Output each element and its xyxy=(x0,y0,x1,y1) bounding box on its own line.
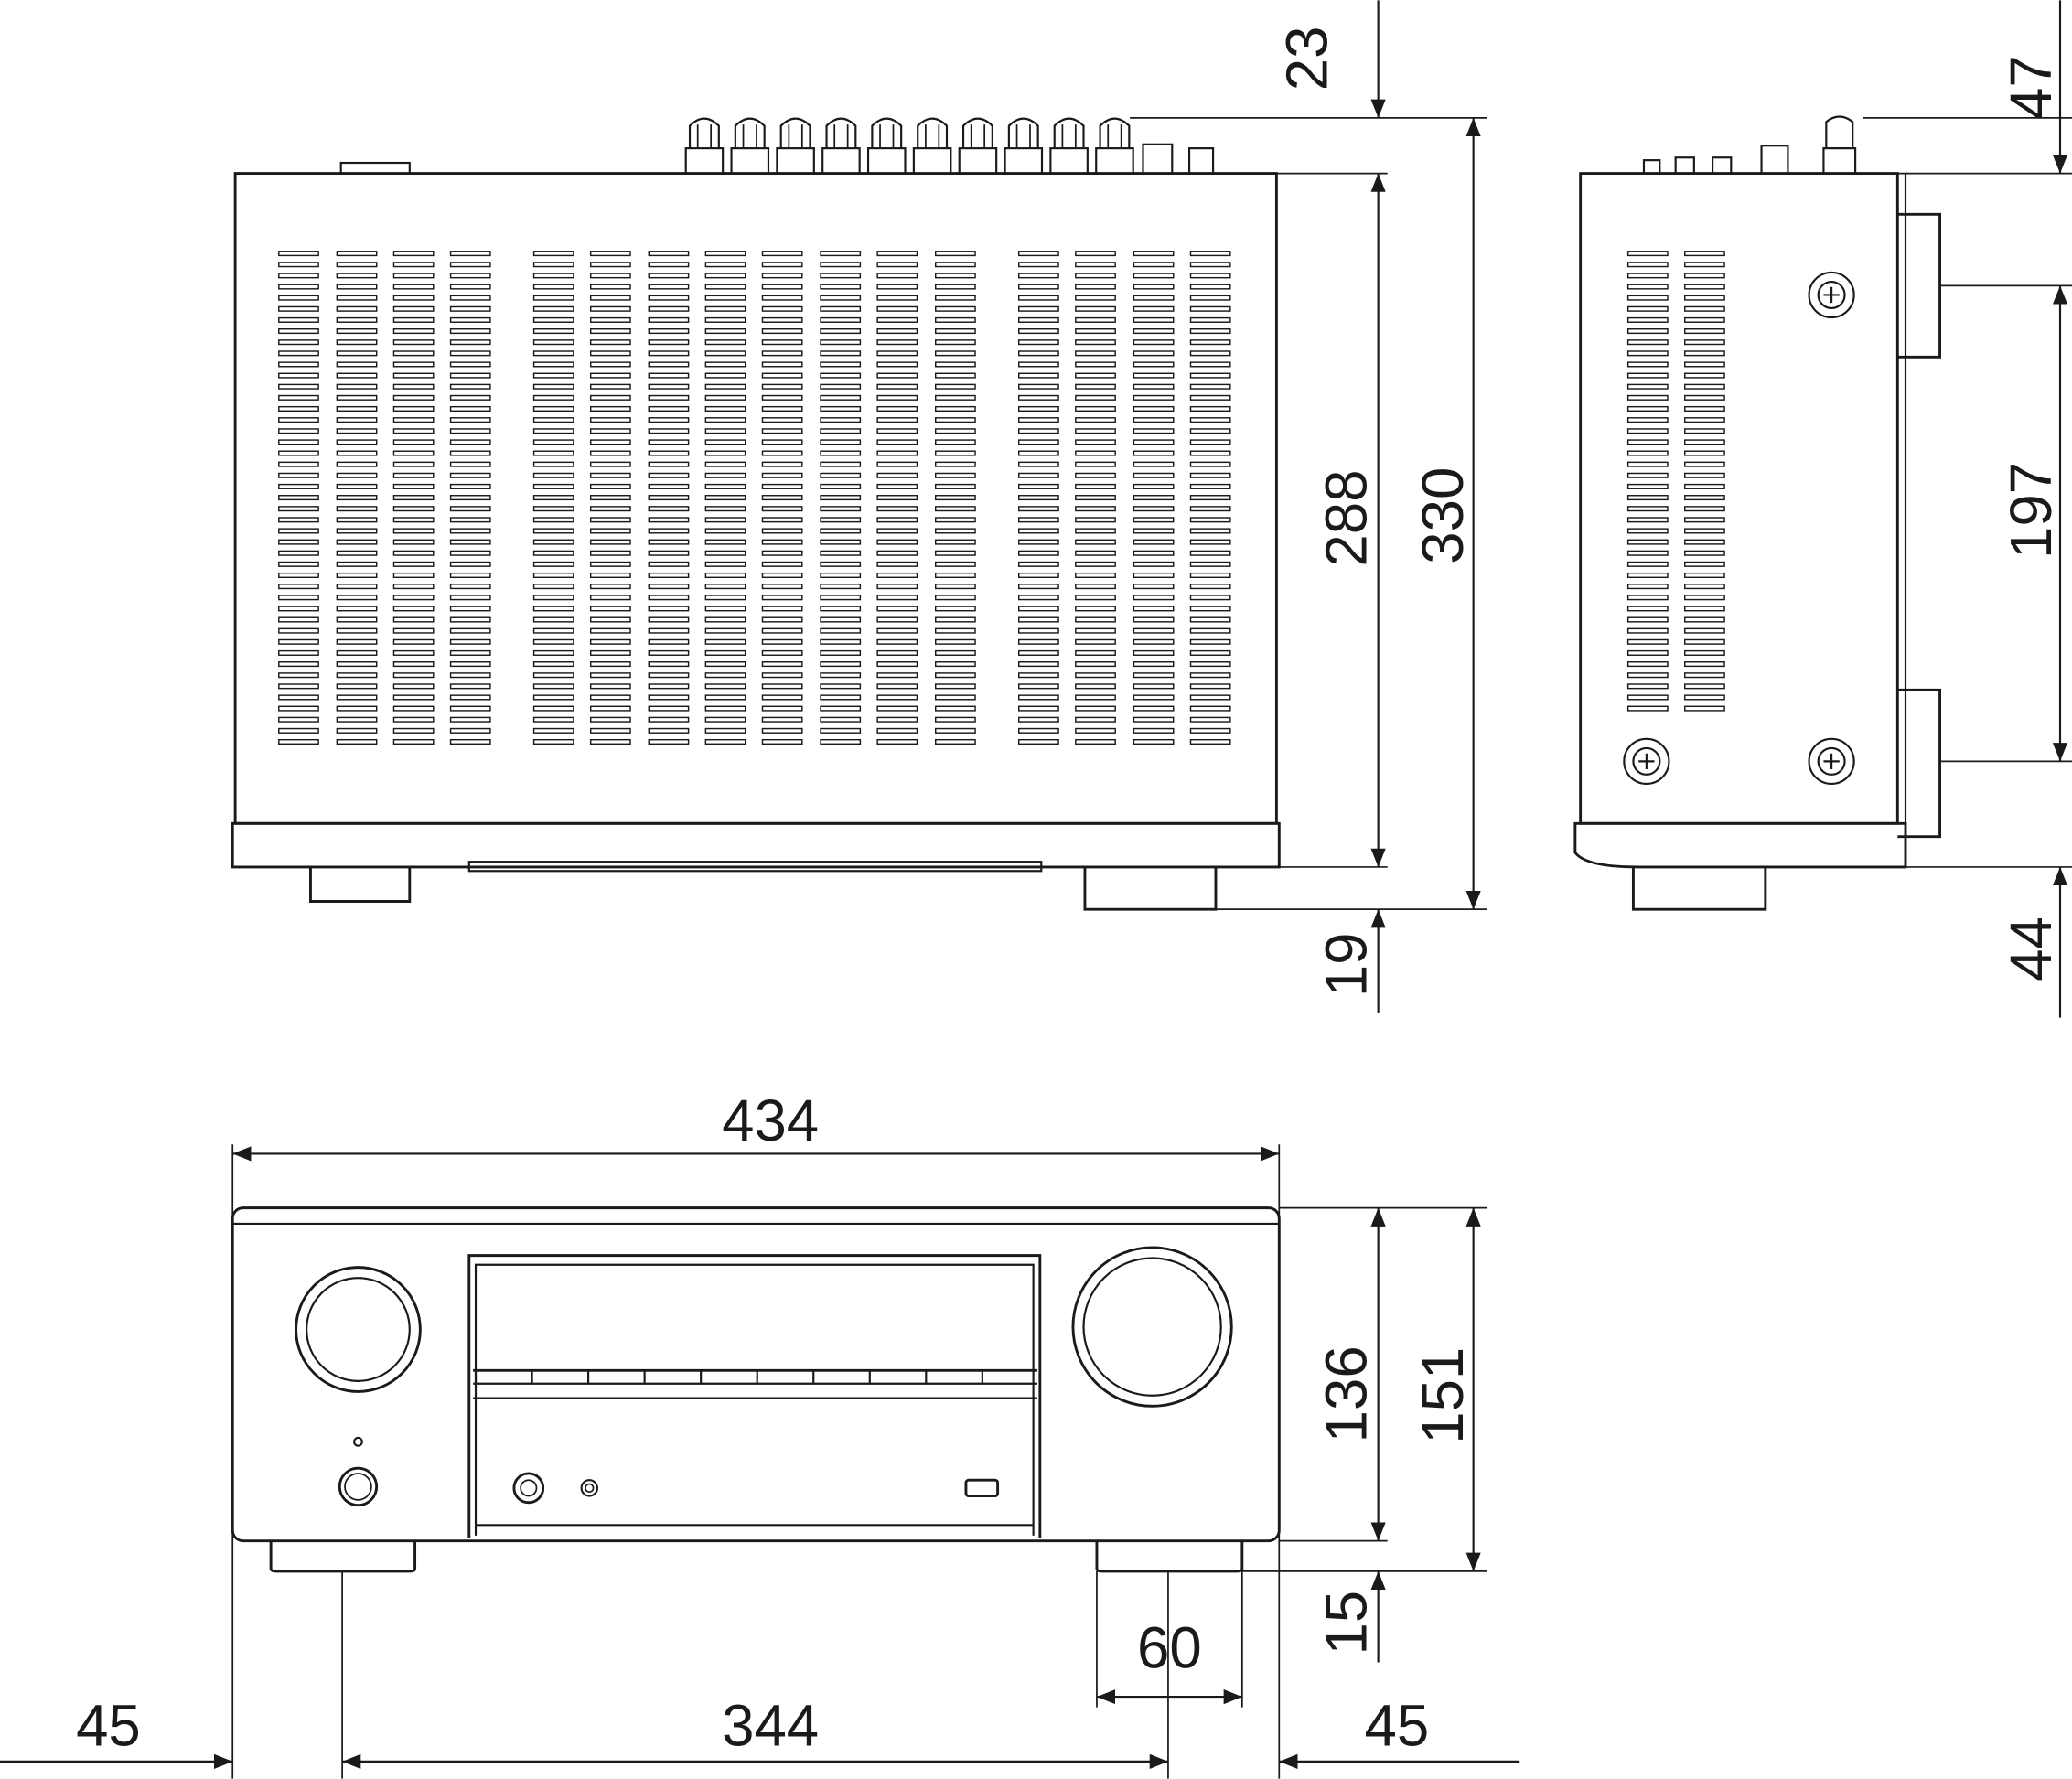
top-view-front-trim xyxy=(467,861,1043,873)
side-view-vent-slots xyxy=(1626,251,1725,712)
front-view-body xyxy=(231,1206,1281,1543)
side-view-rear-knob xyxy=(1822,115,1857,175)
usb-port xyxy=(964,1478,1000,1497)
setup-mic-jack xyxy=(580,1479,599,1497)
top-view-body xyxy=(233,172,1278,825)
side-view xyxy=(1573,115,1941,911)
side-view-rear-connector xyxy=(1712,156,1733,175)
front-view-right-foot xyxy=(1095,1540,1244,1573)
dim-left-offset-label: 45 xyxy=(76,1694,141,1759)
side-view-foot xyxy=(1631,866,1767,911)
top-view-connector xyxy=(1142,143,1174,175)
top-view-right-foot xyxy=(1083,866,1218,911)
side-view-handle-top xyxy=(1897,212,1941,359)
dim-total-depth-label: 330 xyxy=(1411,467,1476,564)
top-view-terminals xyxy=(684,117,1134,175)
side-view-rear-connector xyxy=(1674,156,1695,175)
side-view-dimensions: 47 197 44 xyxy=(1863,0,2072,1018)
front-view-display-frame xyxy=(467,1254,1042,1538)
dim-body-height-label: 136 xyxy=(1315,1345,1380,1442)
front-view-left-foot xyxy=(269,1540,417,1573)
side-view-screw xyxy=(1808,737,1855,786)
side-view-screw xyxy=(1808,271,1855,319)
top-view xyxy=(231,117,1281,911)
side-view-handle-bottom xyxy=(1897,688,1941,839)
top-view-dimensions: 23 288 330 19 xyxy=(1130,0,1487,1013)
power-button xyxy=(338,1466,379,1507)
headphone-jack xyxy=(512,1472,545,1505)
top-view-connector xyxy=(1187,147,1215,175)
dim-side-top-label: 47 xyxy=(1999,55,2064,120)
top-view-vent-slots xyxy=(278,251,1231,745)
top-view-rear-jack xyxy=(339,161,411,175)
dim-side-bottom-label: 44 xyxy=(1999,916,2064,981)
dim-foot-spacing-label: 344 xyxy=(722,1694,819,1759)
dim-total-height-label: 151 xyxy=(1411,1347,1476,1444)
dim-right-offset-label: 45 xyxy=(1365,1694,1430,1759)
dim-width-label: 434 xyxy=(722,1088,819,1153)
input-knob xyxy=(295,1266,422,1393)
dim-side-middle-label: 197 xyxy=(1999,462,2064,559)
front-view-buttons xyxy=(474,1370,983,1384)
dim-rear-protrusion-label: 23 xyxy=(1274,27,1339,91)
side-view-rear-connector xyxy=(1760,145,1789,175)
top-view-front-panel xyxy=(231,821,1281,869)
volume-knob xyxy=(1071,1246,1233,1408)
top-view-left-foot xyxy=(309,866,412,903)
front-view xyxy=(231,1206,1281,1573)
power-led xyxy=(353,1436,363,1447)
side-view-rear-connector xyxy=(1642,159,1661,175)
side-view-front-panel xyxy=(1573,821,1907,869)
dim-foot-height-label: 15 xyxy=(1315,1591,1380,1656)
side-view-screw xyxy=(1623,737,1670,786)
dim-front-protrusion-label: 19 xyxy=(1315,932,1380,997)
dim-body-depth-label: 288 xyxy=(1315,470,1380,567)
front-view-dimensions: 434 136 151 15 60 344 45 45 xyxy=(0,1088,1520,1779)
dim-foot-width-label: 60 xyxy=(1137,1615,1202,1680)
